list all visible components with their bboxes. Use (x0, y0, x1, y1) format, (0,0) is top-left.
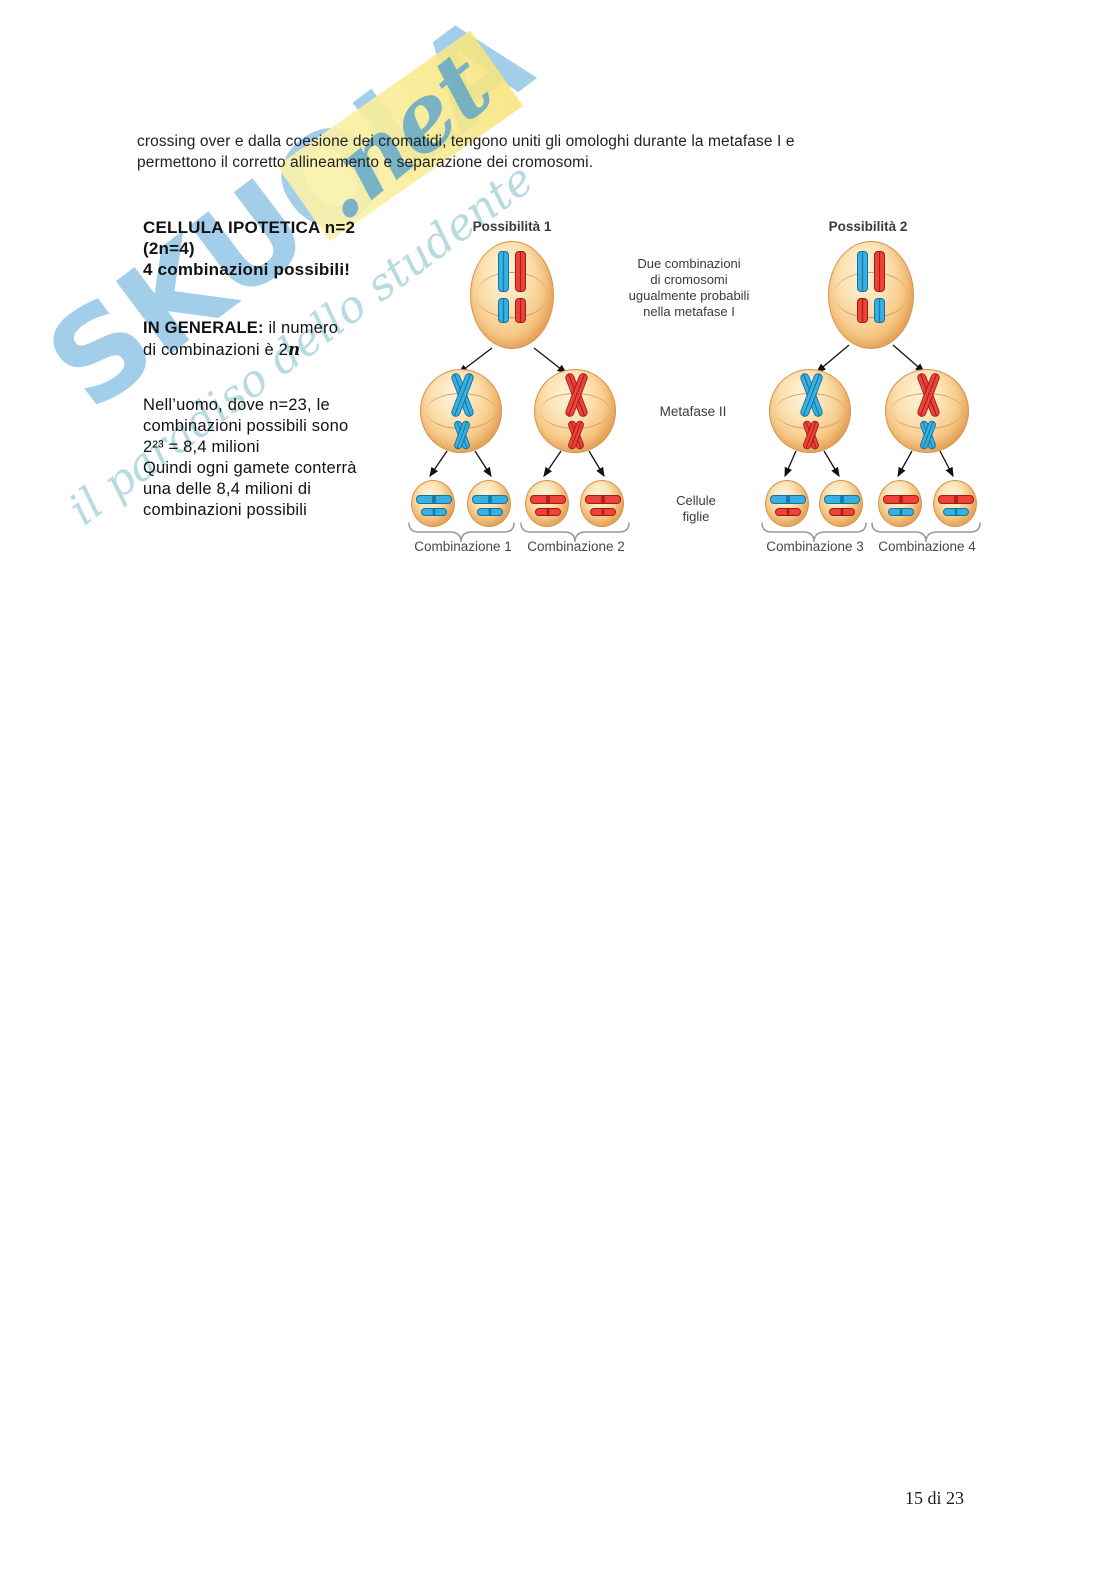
notes-human-line: combinazioni possibili (143, 501, 307, 519)
chromosome-blue-short (888, 508, 914, 516)
metaphase2-cell-p2-left (769, 369, 851, 453)
label-possibility-1: Possibilità 1 (472, 219, 552, 234)
notes-human-line: combinazioni possibili sono (143, 417, 349, 435)
label-combination-2: Combinazione 2 (527, 539, 625, 554)
daughter-cell-1 (411, 480, 455, 527)
chromosome-blue-long (498, 251, 509, 292)
paragraph-line-2: permettono il corretto allineamento e se… (137, 154, 594, 171)
notes-heading-line-1: CELLULA IPOTETICA n=2 (143, 218, 356, 237)
chromosome-red-long (938, 495, 974, 504)
chromosome-red-short (590, 508, 616, 516)
notes-general-line2: di combinazioni è 2 (143, 341, 289, 359)
body-paragraph: crossing over e dalla coesione dei croma… (137, 131, 907, 173)
chromosome-red-long (530, 495, 566, 504)
chromosome-blue-short (498, 298, 509, 323)
x-chromosome-blue-small (449, 419, 475, 451)
metaphase2-cell-p2-right (885, 369, 969, 453)
label-possibility-2: Possibilità 2 (828, 219, 908, 234)
daughter-cell-2 (467, 480, 511, 527)
notes-human-line: Quindi ogni gamete conterrà (143, 459, 357, 477)
x-chromosome-red-small (563, 419, 589, 451)
x-chromosome-red-large (911, 371, 945, 419)
x-chromosome-red-small (798, 419, 824, 451)
page-number: 15 di 23 (905, 1488, 965, 1508)
notes-general: IN GENERALE: il numero di combinazioni è… (143, 318, 338, 361)
label-combination-1: Combinazione 1 (414, 539, 512, 554)
x-chromosome-blue-large (794, 371, 828, 419)
chromosome-blue-short (421, 508, 447, 516)
label-daughter-cells: Cellule figlie (676, 493, 716, 524)
daughter-cell-7 (878, 480, 922, 527)
daughter-cell-8 (933, 480, 977, 527)
notes-heading-line-3: 4 combinazioni possibili! (143, 260, 351, 279)
chromosome-red-long (585, 495, 621, 504)
chromosome-red-short (775, 508, 801, 516)
metaphase2-cell-p1-right (534, 369, 616, 453)
x-chromosome-blue-small (915, 419, 941, 451)
chromosome-blue-long (416, 495, 452, 504)
daughter-cell-4 (580, 480, 624, 527)
chromosome-blue-short (477, 508, 503, 516)
notes-heading: CELLULA IPOTETICA n=2 (2n=4) 4 combinazi… (143, 217, 355, 280)
chromosome-blue-short (874, 298, 885, 323)
annotation-metaphase1: Due combinazioni di cromosomi ugualmente… (628, 256, 750, 319)
spindle-fibers (475, 271, 549, 319)
chromosome-blue-long (770, 495, 806, 504)
daughter-cell-6 (819, 480, 863, 527)
label-combination-4: Combinazione 4 (878, 539, 976, 554)
chromosome-red-long (874, 251, 885, 292)
daughter-cell-3 (525, 480, 569, 527)
label-combination-3: Combinazione 3 (766, 539, 864, 554)
chromosome-red-long (515, 251, 526, 292)
chromosome-red-short (535, 508, 561, 516)
notes-heading-line-2: (2n=4) (143, 239, 195, 258)
parent-cell-possibility-2 (828, 241, 914, 349)
paragraph-line-1: crossing over e dalla coesione dei croma… (137, 133, 795, 150)
chromosome-blue-long (824, 495, 860, 504)
notes-general-tail: il numero (263, 319, 339, 337)
notes-human-line: una delle 8,4 milioni di (143, 480, 312, 498)
chromosome-red-short (857, 298, 868, 323)
notes-general-exponent: n (288, 340, 301, 359)
label-metaphase-2: Metafase II (659, 404, 727, 419)
x-chromosome-blue-large (445, 371, 479, 419)
x-chromosome-red-large (559, 371, 593, 419)
chromosome-red-short (515, 298, 526, 323)
notes-human-line: 2²³ = 8,4 milioni (143, 438, 260, 456)
daughter-cell-5 (765, 480, 809, 527)
chromosome-blue-short (943, 508, 969, 516)
parent-cell-possibility-1 (470, 241, 554, 349)
notes-human-line: Nell’uomo, dove n=23, le (143, 396, 330, 414)
chromosome-red-long (883, 495, 919, 504)
notes-general-bold: IN GENERALE: (143, 319, 264, 337)
chromosome-blue-long (472, 495, 508, 504)
metaphase2-cell-p1-left (420, 369, 502, 453)
notes-human-example: Nell’uomo, dove n=23, le combinazioni po… (143, 395, 357, 521)
spindle-fibers (834, 271, 908, 319)
chromosome-red-short (829, 508, 855, 516)
chromosome-blue-long (857, 251, 868, 292)
